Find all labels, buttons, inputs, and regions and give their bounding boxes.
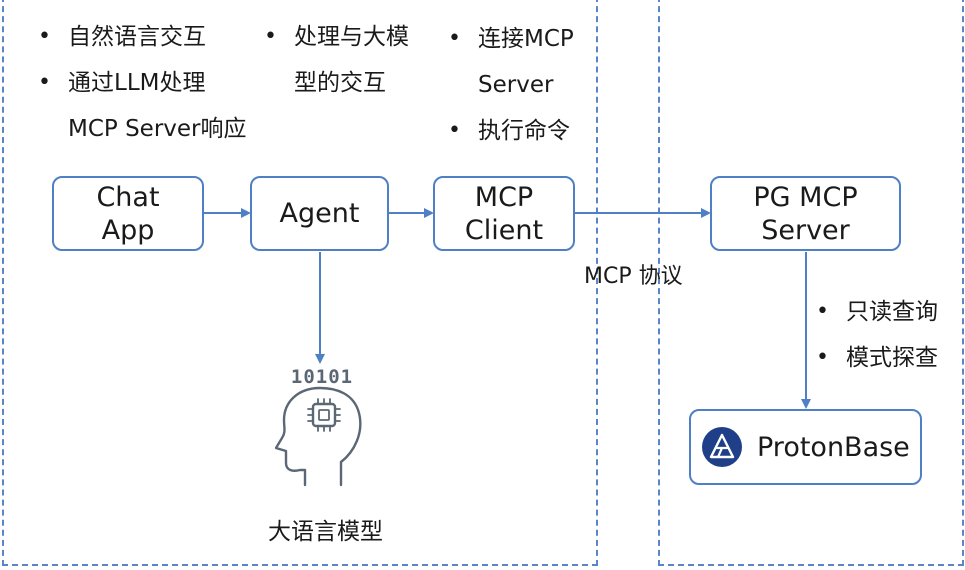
note-item: 通过LLM处理 MCP Server响应	[36, 60, 247, 152]
pg-server-notes: 只读查询 模式探查	[814, 289, 938, 381]
agent-node: Agent	[250, 176, 389, 251]
mcp-client-node: MCP Client	[433, 176, 575, 251]
binary-label: 10101	[291, 366, 353, 388]
mcp-client-label-line1: MCP	[474, 181, 534, 213]
llm-caption: 大语言模型	[268, 519, 383, 545]
mcp-client-label-line2: Client	[464, 214, 544, 246]
protonbase-node: ProtonBase	[689, 409, 922, 485]
agent-notes: 处理与大模 型的交互	[262, 14, 409, 106]
note-item: 处理与大模 型的交互	[262, 14, 409, 106]
agent-label: Agent	[279, 198, 360, 229]
note-item: 连接MCP Server	[446, 16, 574, 108]
pg-mcp-server-label-line1: PG MCP	[753, 181, 858, 213]
chat-app-label-line1: Chat	[96, 181, 160, 213]
note-item: 执行命令	[446, 108, 574, 154]
chat-app-node: Chat App	[52, 176, 204, 251]
pg-mcp-server-label-line2: Server	[761, 214, 850, 246]
protonbase-logo-icon	[702, 427, 742, 467]
pg-mcp-server-node: PG MCP Server	[710, 176, 901, 251]
note-item: 模式探查	[814, 335, 938, 381]
head-chip-icon	[274, 386, 362, 487]
server-side-region	[658, 0, 964, 566]
chat-app-label-line2: App	[101, 214, 155, 246]
note-item: 自然语言交互	[36, 14, 247, 60]
note-item: 只读查询	[814, 289, 938, 335]
client-side-region	[2, 0, 598, 566]
protonbase-name: ProtonBase	[757, 431, 910, 463]
chat-app-notes: 自然语言交互 通过LLM处理 MCP Server响应	[36, 14, 247, 152]
mcp-client-notes: 连接MCP Server 执行命令	[446, 16, 574, 154]
protocol-label: MCP 协议	[584, 264, 683, 289]
